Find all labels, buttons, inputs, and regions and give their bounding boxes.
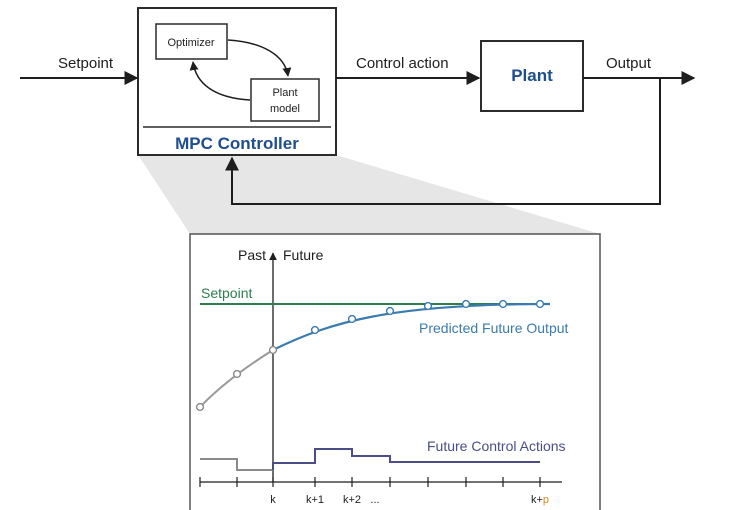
plant-model-label-line2: model — [270, 103, 300, 115]
plant-model-label-line1: Plant — [272, 87, 297, 99]
plant-model-box — [250, 78, 320, 122]
predicted-sample — [423, 301, 433, 311]
control-action-label: Control action — [356, 55, 449, 72]
predicted-sample — [461, 299, 471, 309]
plot-panel — [189, 233, 601, 510]
tick-label-ellipsis: ... — [370, 494, 379, 506]
past-sample — [195, 402, 205, 412]
past-label: Past — [238, 247, 266, 263]
tick-label-k-plus-2: k+2 — [343, 494, 361, 506]
zoom-projection — [138, 155, 600, 234]
mpc-controller-title: MPC Controller — [175, 134, 299, 153]
optimizer-box — [155, 23, 228, 60]
setpoint-input-label: Setpoint — [58, 55, 114, 72]
predicted-sample — [310, 325, 320, 335]
tick-label-k-plus-1: k+1 — [306, 494, 324, 506]
predicted-sample — [347, 314, 357, 324]
prediction-plot: Past Future Setpoint Predicted Future Ou… — [189, 233, 601, 510]
past-control-steps — [200, 458, 273, 471]
tick-label-k-plus-p: k+p — [531, 494, 549, 506]
plant-box — [480, 40, 584, 112]
predicted-sample — [385, 306, 395, 316]
output-samples — [195, 299, 545, 412]
plant-label: Plant — [511, 66, 553, 85]
predicted-sample — [535, 299, 545, 309]
future-control-steps — [272, 448, 540, 470]
optimizer-to-model-arrow — [227, 39, 292, 77]
current-sample — [268, 345, 278, 355]
future-control-label: Future Control Actions — [427, 438, 566, 454]
tick-label-k-plus-prefix: k+ — [531, 494, 543, 506]
predicted-sample — [498, 299, 508, 309]
future-label: Future — [283, 247, 324, 263]
setpoint-plot-label: Setpoint — [201, 285, 252, 301]
prediction-horizon-p: p — [543, 494, 549, 506]
time-axis-ticks — [199, 477, 541, 487]
feedback-path — [225, 78, 661, 205]
past-sample — [232, 369, 242, 379]
block-diagram: Setpoint MPC Controller Optimizer Plant … — [20, 7, 696, 205]
model-to-optimizer-arrow — [189, 61, 251, 101]
optimizer-label: Optimizer — [167, 37, 214, 49]
predicted-output-label: Predicted Future Output — [419, 320, 569, 336]
tick-label-k: k — [270, 494, 276, 506]
predicted-output-curve — [272, 302, 551, 351]
past-output-curve — [199, 349, 274, 408]
output-label: Output — [606, 55, 652, 72]
